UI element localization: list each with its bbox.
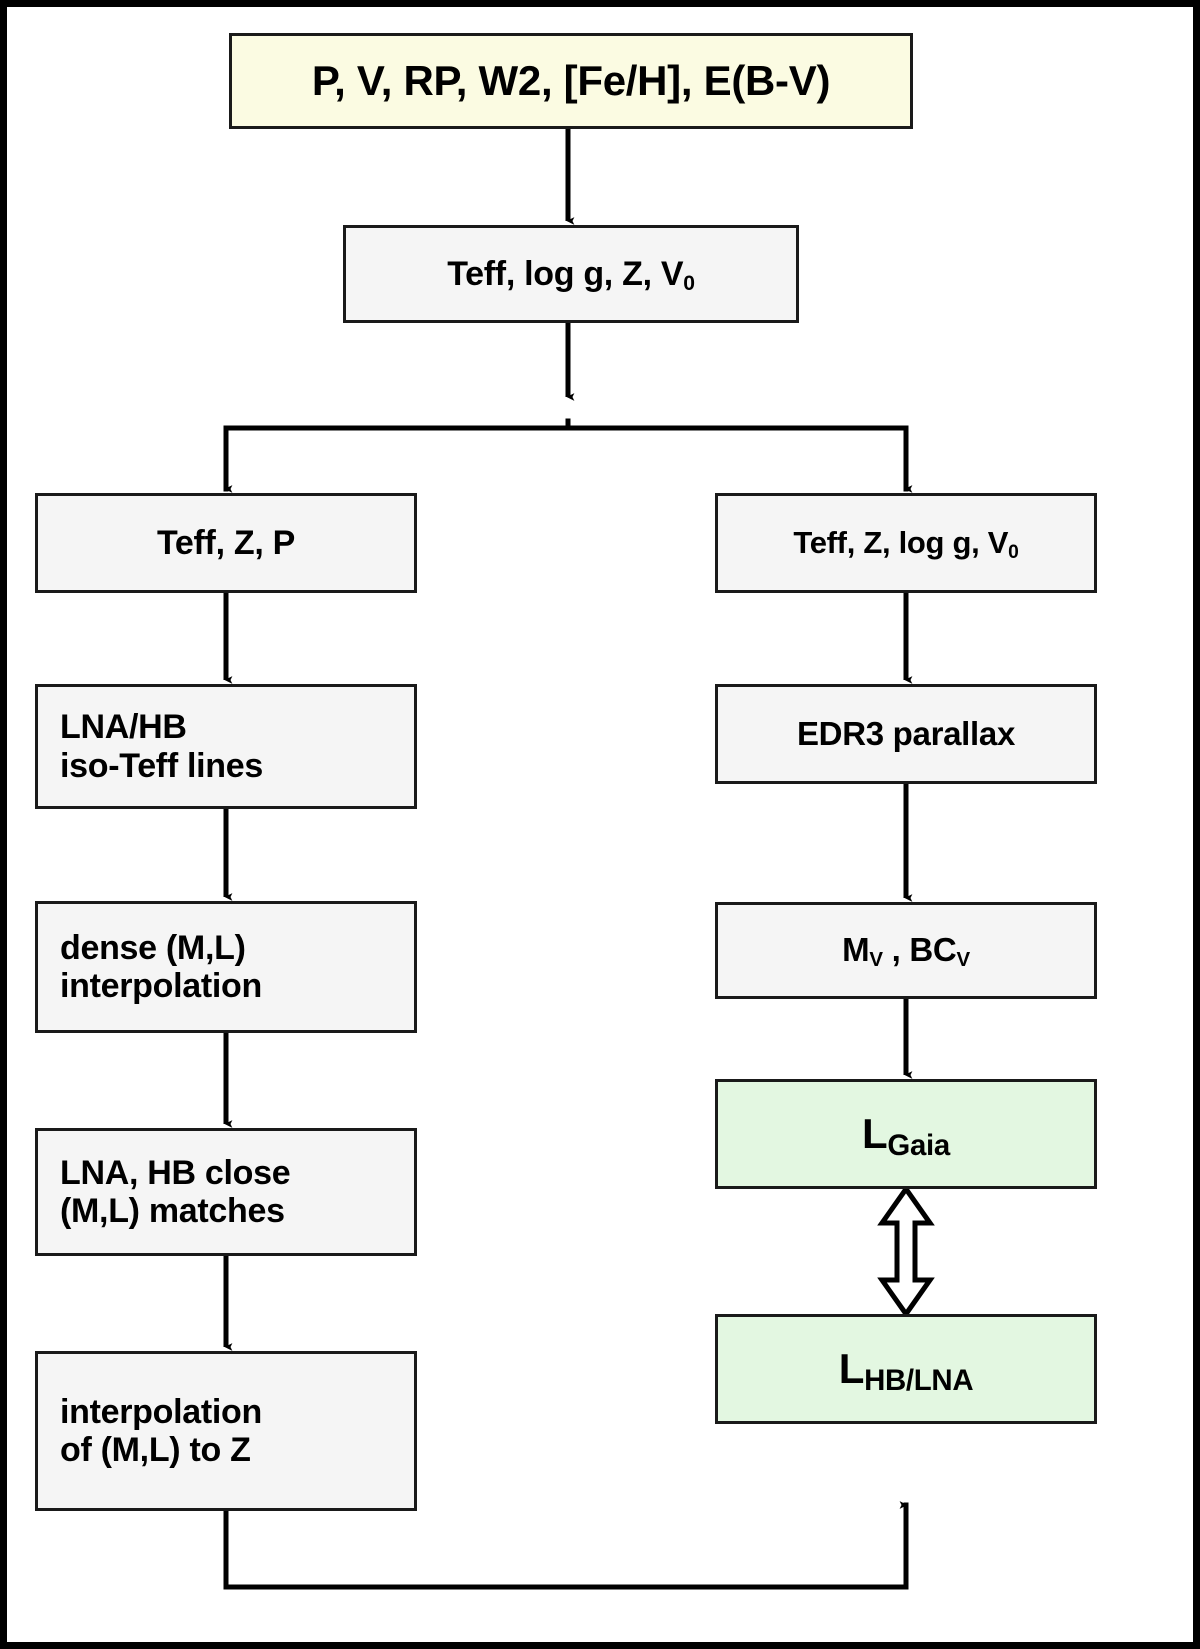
node-l-hb-lna-label: LHB/LNA xyxy=(838,1345,974,1396)
node-right-params: Teff, Z, log g, V0 xyxy=(715,493,1097,593)
node-magnitudes-separator: , xyxy=(882,931,910,969)
node-derived-subscript: 0 xyxy=(683,272,695,296)
node-l-gaia: LGaia xyxy=(715,1079,1097,1189)
node-interp-z-line1: interpolation xyxy=(60,1392,262,1431)
node-iso-lines: LNA/HB iso-Teff lines xyxy=(35,684,417,809)
edge-interpz-feedback-to-lhblna xyxy=(223,1501,909,1590)
node-right-params-label: Teff, Z, log g, V0 xyxy=(793,524,1019,563)
node-magnitudes-mv: M xyxy=(842,931,870,969)
node-inputs-label: P, V, RP, W2, [Fe/H], E(B-V) xyxy=(311,57,831,105)
node-interp-z: interpolation of (M,L) to Z xyxy=(35,1351,417,1511)
node-parallax-label: EDR3 parallax xyxy=(796,714,1016,752)
node-l-gaia-symbol: L xyxy=(862,1110,888,1158)
node-l-gaia-label: LGaia xyxy=(862,1110,950,1161)
node-parallax: EDR3 parallax xyxy=(715,684,1097,784)
node-close-matches-line2: (M,L) matches xyxy=(60,1192,285,1230)
node-iso-lines-line2: iso-Teff lines xyxy=(60,746,263,785)
node-right-params-text: Teff, Z, log g, V xyxy=(793,524,1009,560)
node-magnitudes: MV , BCV xyxy=(715,902,1097,999)
node-close-matches-line1: LNA, HB close xyxy=(60,1153,291,1192)
node-l-hb-lna: LHB/LNA xyxy=(715,1314,1097,1424)
edge-lgaia-lhblna-double-arrow xyxy=(877,1184,935,1319)
node-magnitudes-bcv-subscript: V xyxy=(956,948,970,972)
node-left-params-label: Teff, Z, P xyxy=(156,523,296,562)
node-dense-interp-line2: interpolation xyxy=(60,967,262,1005)
node-l-hb-lna-symbol: L xyxy=(838,1345,865,1393)
node-magnitudes-bcv: BC xyxy=(909,931,957,969)
node-interp-z-line2: of (M,L) to Z xyxy=(60,1431,251,1469)
node-inputs: P, V, RP, W2, [Fe/H], E(B-V) xyxy=(229,33,913,129)
node-left-params: Teff, Z, P xyxy=(35,493,417,593)
node-l-hb-lna-subscript: HB/LNA xyxy=(864,1363,974,1397)
node-derived: Teff, log g, Z, V0 xyxy=(343,225,799,323)
node-iso-lines-line1: LNA/HB xyxy=(60,708,187,747)
node-derived-label: Teff, log g, Z, V0 xyxy=(447,254,695,296)
edge-split-bus xyxy=(223,418,913,493)
node-derived-text: Teff, log g, Z, V xyxy=(447,254,684,293)
node-l-gaia-subscript: Gaia xyxy=(887,1128,950,1162)
node-close-matches: LNA, HB close (M,L) matches xyxy=(35,1128,417,1256)
node-dense-interp: dense (M,L) interpolation xyxy=(35,901,417,1033)
node-magnitudes-label: MV , BCV xyxy=(842,931,970,972)
node-magnitudes-mv-subscript: V xyxy=(869,948,883,972)
flowchart-inner: P, V, RP, W2, [Fe/H], E(B-V) Teff, log g… xyxy=(7,7,1193,1642)
node-right-params-subscript: 0 xyxy=(1008,541,1019,563)
node-dense-interp-line1: dense (M,L) xyxy=(60,928,246,967)
